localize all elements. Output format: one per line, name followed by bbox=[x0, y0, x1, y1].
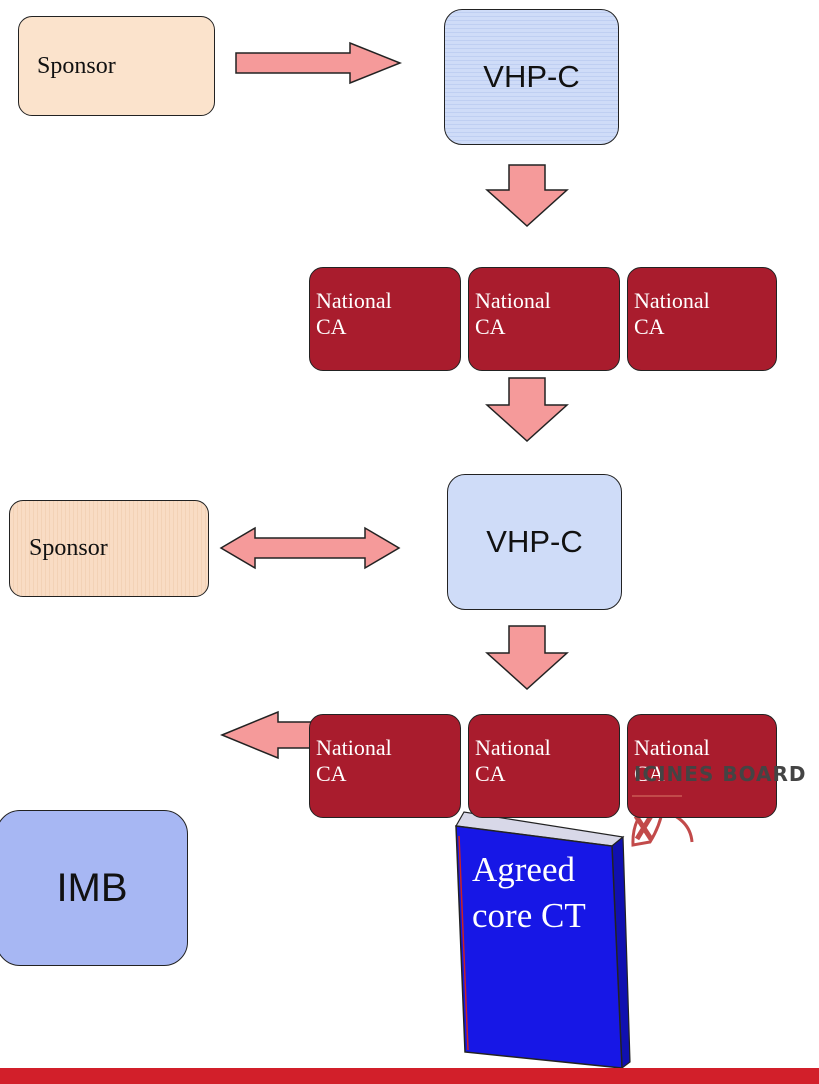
imb-label: IMB bbox=[56, 865, 128, 910]
national-ca-line2: CA bbox=[634, 761, 665, 787]
national-ca-line2: CA bbox=[475, 761, 506, 787]
national-ca-box: National CA bbox=[627, 714, 777, 818]
national-ca-line2: CA bbox=[634, 314, 665, 340]
national-ca-line1: National bbox=[475, 735, 551, 760]
logo-text: ICINES BOARD bbox=[634, 762, 807, 786]
national-ca-line1: National bbox=[316, 288, 392, 313]
sponsor-label: Sponsor bbox=[29, 535, 108, 561]
book-title: Agreed core CT bbox=[472, 847, 586, 938]
down-arrow bbox=[485, 625, 569, 691]
down-arrow bbox=[485, 377, 569, 443]
sponsor-box-bottom: Sponsor bbox=[9, 500, 209, 597]
national-ca-line1: National bbox=[634, 735, 710, 760]
national-ca-box: National CA bbox=[468, 714, 620, 818]
imb-box: IMB bbox=[0, 810, 188, 966]
national-ca-line2: CA bbox=[475, 314, 506, 340]
book-icon bbox=[455, 811, 631, 1070]
national-ca-box: National CA bbox=[627, 267, 777, 371]
national-ca-box: National CA bbox=[309, 267, 461, 371]
vhp-c-box-top: VHP-C bbox=[444, 9, 619, 145]
book-title-line1: Agreed bbox=[472, 850, 576, 889]
national-ca-line1: National bbox=[316, 735, 392, 760]
double-arrow bbox=[219, 526, 401, 570]
sponsor-label: Sponsor bbox=[37, 52, 116, 79]
national-ca-line1: National bbox=[475, 288, 551, 313]
vhp-c-box-bottom: VHP-C bbox=[447, 474, 622, 610]
down-arrow bbox=[485, 164, 569, 228]
national-ca-box: National CA bbox=[309, 714, 461, 818]
national-ca-line2: CA bbox=[316, 761, 347, 787]
sponsor-box-top: Sponsor bbox=[18, 16, 215, 116]
logo-underline bbox=[632, 795, 682, 797]
right-arrow bbox=[235, 41, 403, 85]
national-ca-line1: National bbox=[634, 288, 710, 313]
vhp-c-label: VHP-C bbox=[486, 524, 583, 559]
national-ca-box: National CA bbox=[468, 267, 620, 371]
national-ca-line2: CA bbox=[316, 314, 347, 340]
book-title-line2: core CT bbox=[472, 895, 586, 935]
vhp-c-label: VHP-C bbox=[483, 59, 580, 94]
brand-footer-bar bbox=[0, 1068, 819, 1084]
